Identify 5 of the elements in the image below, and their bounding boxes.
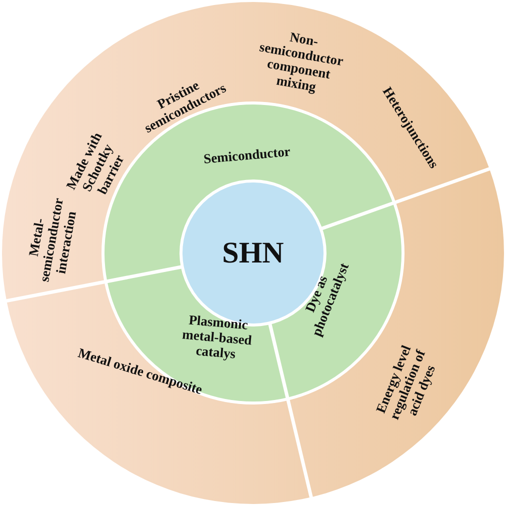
sector-label: Semiconductor xyxy=(203,144,291,168)
sector-label: Non-semiconductor component mixing xyxy=(257,28,346,96)
sector-label: Metal-semiconductor interaction xyxy=(24,196,80,285)
center-label: SHN xyxy=(222,236,284,270)
sector-label: Plasmonic metal-based catalys xyxy=(180,312,254,364)
